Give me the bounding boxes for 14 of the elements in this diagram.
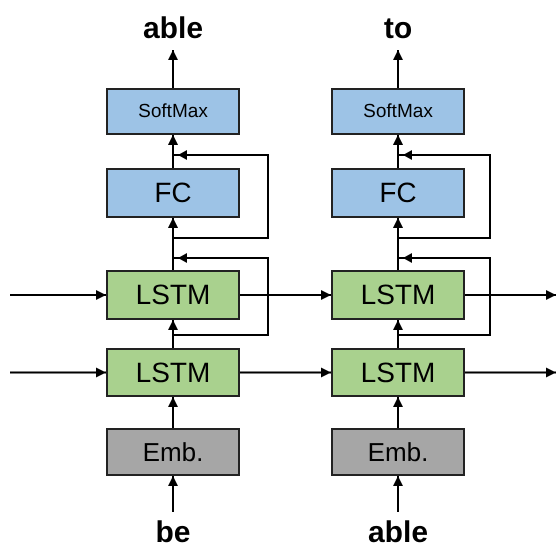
lstm-layer-box: LSTM (106, 348, 240, 397)
fc-layer-box: FC (106, 168, 240, 218)
lstm-layer-box: LSTM (106, 270, 240, 320)
word-label: able (353, 512, 443, 554)
embedding-layer-box: Emb. (106, 428, 240, 476)
embedding-layer-box: Emb. (331, 428, 465, 476)
softmax-layer-box: SoftMax (331, 88, 465, 135)
word-label: be (128, 512, 218, 554)
word-label: to (353, 8, 443, 50)
fc-layer-box: FC (331, 168, 465, 218)
lstm-layer-box: LSTM (331, 270, 465, 320)
lstm-layer-box: LSTM (331, 348, 465, 397)
word-label: able (128, 8, 218, 50)
softmax-layer-box: SoftMax (106, 88, 240, 135)
